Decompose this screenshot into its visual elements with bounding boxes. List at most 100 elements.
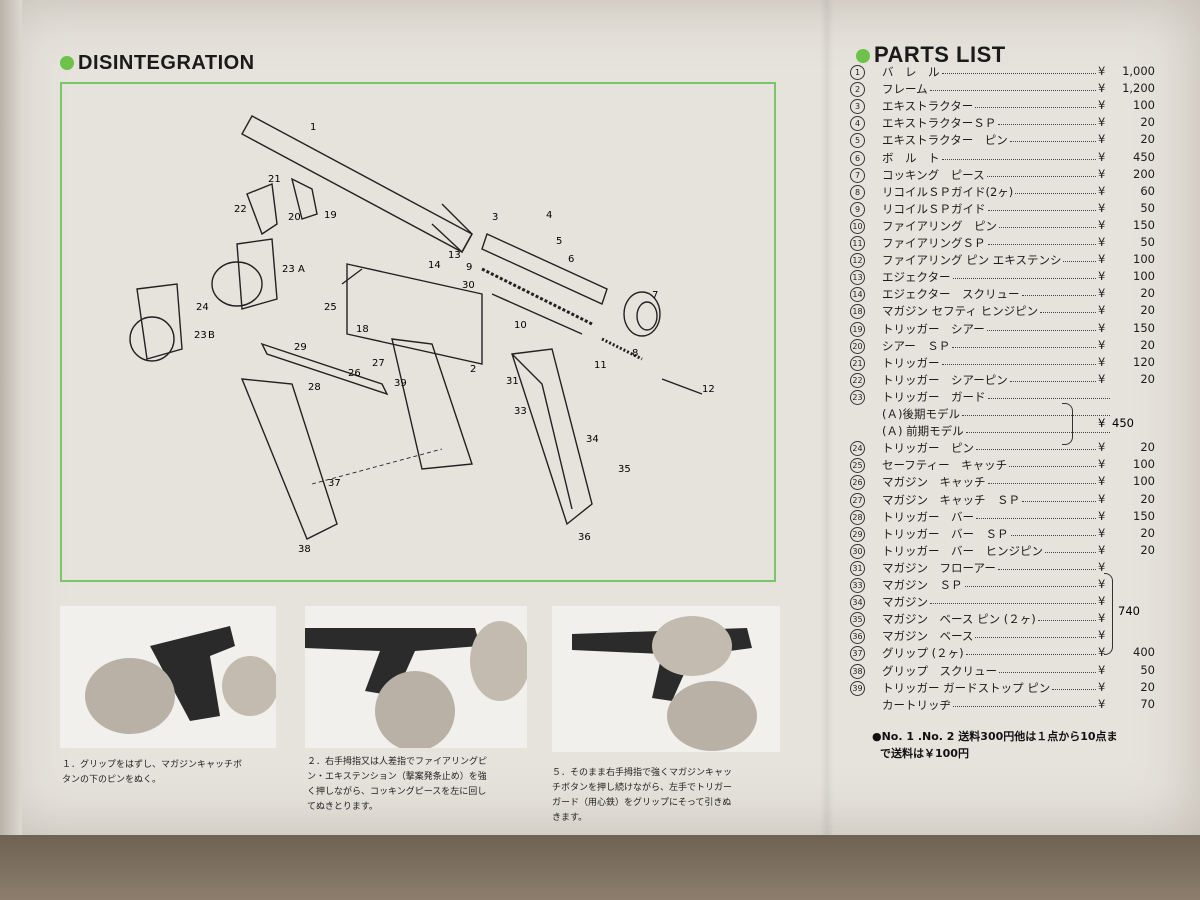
part-name: トリッガー ピン bbox=[882, 441, 974, 456]
part-yen: ¥ bbox=[1098, 64, 1106, 78]
part-name: エジェクター bbox=[882, 270, 951, 285]
part-name: グリップ スクリュー bbox=[882, 663, 997, 678]
part-name: トリッガー バー bbox=[882, 509, 974, 524]
diagram-label-21: 21 bbox=[268, 174, 281, 185]
dotted-leader bbox=[998, 124, 1096, 126]
part-price: 60 bbox=[1140, 183, 1155, 198]
part-yen: ¥ bbox=[1098, 491, 1106, 506]
dotted-leader bbox=[988, 483, 1096, 485]
part-yen: ¥ bbox=[1098, 354, 1106, 369]
diagram-label-a: A bbox=[298, 264, 305, 275]
part-number: 26 bbox=[850, 474, 867, 491]
diagram-label-26: 26 bbox=[348, 368, 361, 379]
dotted-leader bbox=[930, 90, 1096, 92]
part-number: 24 bbox=[850, 440, 867, 457]
hands-pulling-guard-icon bbox=[552, 606, 780, 752]
parts-list-row: 24 トリッガー ピン ¥20 bbox=[850, 440, 1165, 457]
part-name: エキストラクター bbox=[882, 99, 974, 114]
part-yen: ¥ bbox=[1098, 337, 1106, 352]
part-name: フレーム bbox=[882, 82, 928, 97]
part-yen: ¥ bbox=[1098, 645, 1106, 660]
part-number: 11 bbox=[850, 235, 867, 251]
dotted-leader bbox=[953, 705, 1096, 707]
diagram-label-31: 31 bbox=[506, 376, 519, 387]
diagram-label-20: 20 bbox=[288, 212, 301, 223]
green-dot-icon bbox=[856, 49, 870, 63]
part-yen: ¥ bbox=[1098, 440, 1106, 455]
part-number: 2 bbox=[850, 81, 867, 98]
table-surface bbox=[0, 835, 1200, 900]
part-number bbox=[850, 423, 867, 438]
part-price: 20 bbox=[1140, 542, 1155, 557]
part-yen: ¥ bbox=[1098, 525, 1106, 540]
part-number: 7 bbox=[850, 167, 867, 183]
part-name: マガジン ＳＰ bbox=[882, 578, 963, 592]
part-number: 34 bbox=[850, 594, 867, 611]
diagram-label-9: 9 bbox=[466, 262, 473, 273]
part-number: 39 bbox=[850, 680, 867, 696]
part-number: 36 bbox=[850, 628, 867, 645]
diagram-label-3: 3 bbox=[492, 212, 499, 223]
group-magazine-price: 740 bbox=[1118, 604, 1140, 618]
part-yen: ¥ bbox=[1098, 474, 1106, 489]
part-price: 50 bbox=[1140, 200, 1155, 215]
part-yen: ¥ bbox=[1098, 269, 1106, 284]
part-price: 20 bbox=[1140, 440, 1155, 455]
part-price: 150 bbox=[1133, 217, 1155, 232]
dotted-leader bbox=[1052, 688, 1096, 690]
part-yen: ¥ bbox=[1098, 235, 1106, 249]
dotted-leader bbox=[1011, 534, 1096, 536]
part-name: ファイアリング ピン bbox=[882, 218, 997, 233]
part-price: 50 bbox=[1140, 235, 1155, 249]
diagram-label-27: 27 bbox=[372, 358, 385, 369]
dotted-leader bbox=[1038, 620, 1096, 622]
part-name: シアー ＳＰ bbox=[882, 338, 951, 353]
dotted-leader bbox=[942, 73, 1096, 74]
part-number: 25 bbox=[850, 457, 867, 474]
photo-step-2 bbox=[305, 606, 527, 748]
diagram-label-4: 4 bbox=[546, 210, 553, 221]
parts-list-title: PARTS LIST bbox=[856, 42, 1006, 68]
part-name: トリッガー ガード bbox=[882, 389, 986, 404]
photo-step-1 bbox=[60, 606, 276, 748]
part-price: 20 bbox=[1140, 371, 1155, 386]
dotted-leader bbox=[976, 449, 1096, 451]
part-number: 18 bbox=[850, 303, 867, 320]
part-price: 20 bbox=[1140, 679, 1155, 694]
part-name: マガジン ベース bbox=[882, 629, 974, 644]
part-name: エキストラクターＳＰ bbox=[882, 116, 997, 131]
part-name: トリッガー バー ＳＰ bbox=[882, 526, 1009, 541]
parts-list-row: カートリッヂ¥70 bbox=[850, 697, 1165, 714]
part-price: 50 bbox=[1140, 662, 1155, 677]
part-yen: ¥ bbox=[1098, 508, 1106, 523]
pistol-exploded-view-icon bbox=[129, 115, 703, 540]
group-23-price: 450 bbox=[1112, 416, 1134, 430]
part-price: 150 bbox=[1133, 320, 1155, 335]
part-number: 3 bbox=[850, 98, 867, 115]
diagram-label-8: 8 bbox=[632, 348, 639, 359]
diagram-label-24: 24 bbox=[196, 302, 209, 313]
exploded-diagram: 1 2 3 4 5 6 7 8 9 10 11 12 13 14 18 19 2… bbox=[60, 82, 776, 582]
part-yen: ¥ bbox=[1098, 217, 1106, 232]
part-number: 1 bbox=[850, 64, 867, 80]
page-fold bbox=[0, 0, 22, 835]
part-price: 400 bbox=[1133, 645, 1155, 660]
part-number: 12 bbox=[850, 252, 867, 269]
dotted-leader bbox=[999, 671, 1096, 673]
part-price: 20 bbox=[1140, 132, 1155, 147]
part-name: トリッガー シアーピン bbox=[882, 372, 1008, 387]
dotted-leader bbox=[942, 158, 1096, 160]
dotted-leader bbox=[953, 278, 1096, 280]
diagram-label-23b: 23 bbox=[194, 330, 207, 341]
dotted-leader bbox=[1040, 312, 1096, 314]
part-yen: ¥ bbox=[1098, 98, 1106, 113]
